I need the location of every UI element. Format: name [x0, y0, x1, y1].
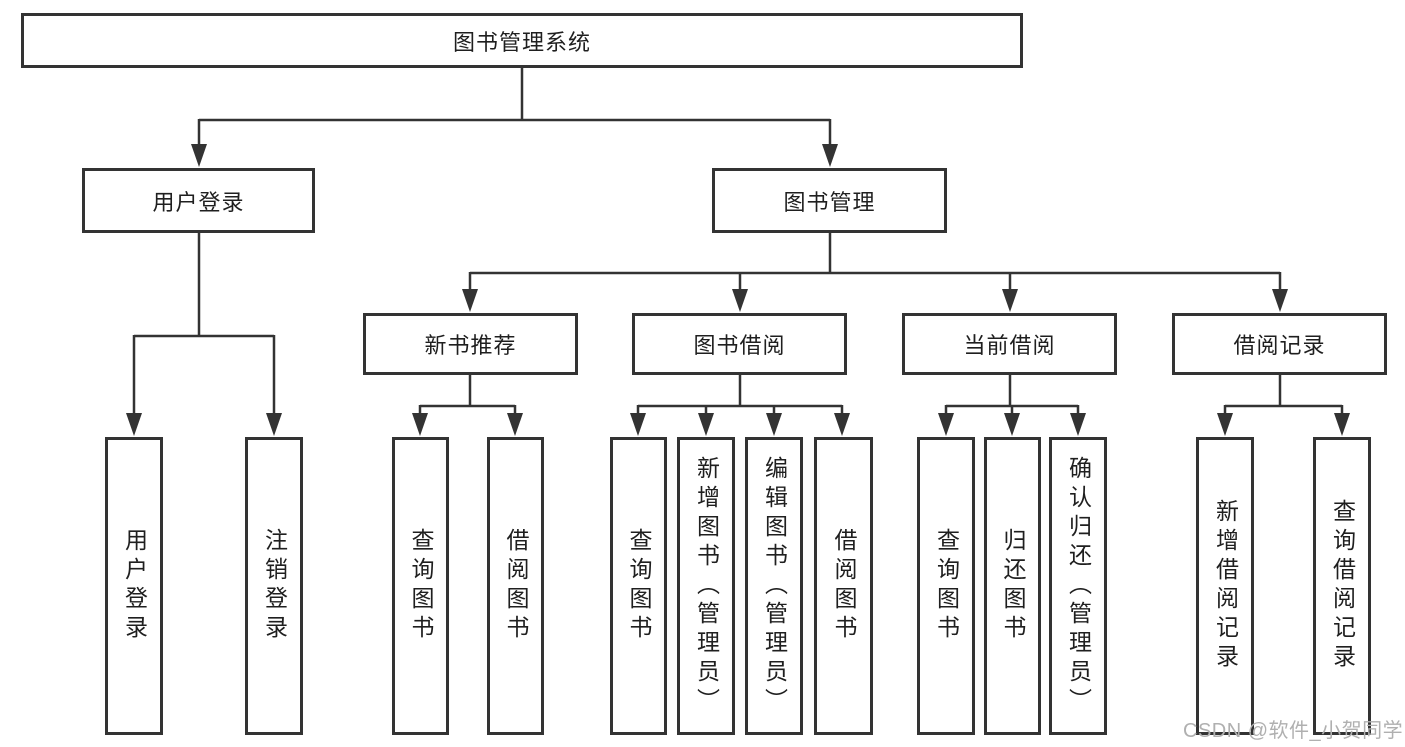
leaf-confirm-return-admin: 确认归还（管理员） — [1049, 437, 1107, 735]
node-library-management-system: 图书管理系统 — [21, 13, 1023, 68]
leaf-return-books: 归还图书 — [984, 437, 1041, 735]
node-borrow-records: 借阅记录 — [1172, 313, 1387, 375]
node-label: 用户登录 — [121, 528, 148, 644]
node-label: 查询图书 — [933, 528, 960, 644]
node-label: 查询图书 — [626, 528, 652, 644]
node-user-login: 用户登录 — [82, 168, 315, 233]
node-label: 当前借阅 — [963, 333, 1056, 358]
csdn-watermark: CSDN @软件_小贺同学 — [1183, 720, 1404, 742]
leaf-borrow-books: 借阅图书 — [814, 437, 873, 735]
node-label: 确认归还（管理员） — [1065, 455, 1092, 717]
node-label: 查询图书 — [408, 528, 434, 644]
node-label: 归还图书 — [1000, 528, 1026, 644]
node-book-management: 图书管理 — [712, 168, 947, 233]
leaf-query-books-recommend: 查询图书 — [392, 437, 449, 735]
node-label: 借阅记录 — [1233, 333, 1326, 358]
leaf-logout: 注销登录 — [245, 437, 303, 735]
node-label: 新增图书（管理员） — [693, 455, 720, 717]
node-label: 注销登录 — [261, 528, 288, 644]
node-label: 借阅图书 — [831, 528, 857, 644]
node-current-borrow: 当前借阅 — [902, 313, 1117, 375]
node-label: 图书管理系统 — [452, 29, 591, 55]
leaf-edit-books-admin: 编辑图书（管理员） — [745, 437, 803, 735]
node-label: 图书借阅 — [693, 333, 786, 358]
leaf-query-borrow-record: 查询借阅记录 — [1313, 437, 1371, 735]
node-label: 用户登录 — [152, 189, 245, 215]
node-new-book-recommend: 新书推荐 — [363, 313, 578, 375]
leaf-user-login: 用户登录 — [105, 437, 163, 735]
leaf-query-books-borrow: 查询图书 — [610, 437, 667, 735]
node-label: 编辑图书（管理员） — [761, 455, 788, 717]
leaf-add-borrow-record: 新增借阅记录 — [1196, 437, 1254, 735]
leaf-add-books-admin: 新增图书（管理员） — [677, 437, 735, 735]
leaf-query-books-current: 查询图书 — [917, 437, 975, 735]
node-label: 图书管理 — [783, 189, 876, 215]
node-label: 查询借阅记录 — [1329, 499, 1356, 673]
node-label: 借阅图书 — [503, 528, 529, 644]
node-label: 新书推荐 — [424, 333, 517, 358]
node-label: 新增借阅记录 — [1212, 499, 1239, 673]
node-book-borrow: 图书借阅 — [632, 313, 847, 375]
leaf-borrow-books-recommend: 借阅图书 — [487, 437, 544, 735]
